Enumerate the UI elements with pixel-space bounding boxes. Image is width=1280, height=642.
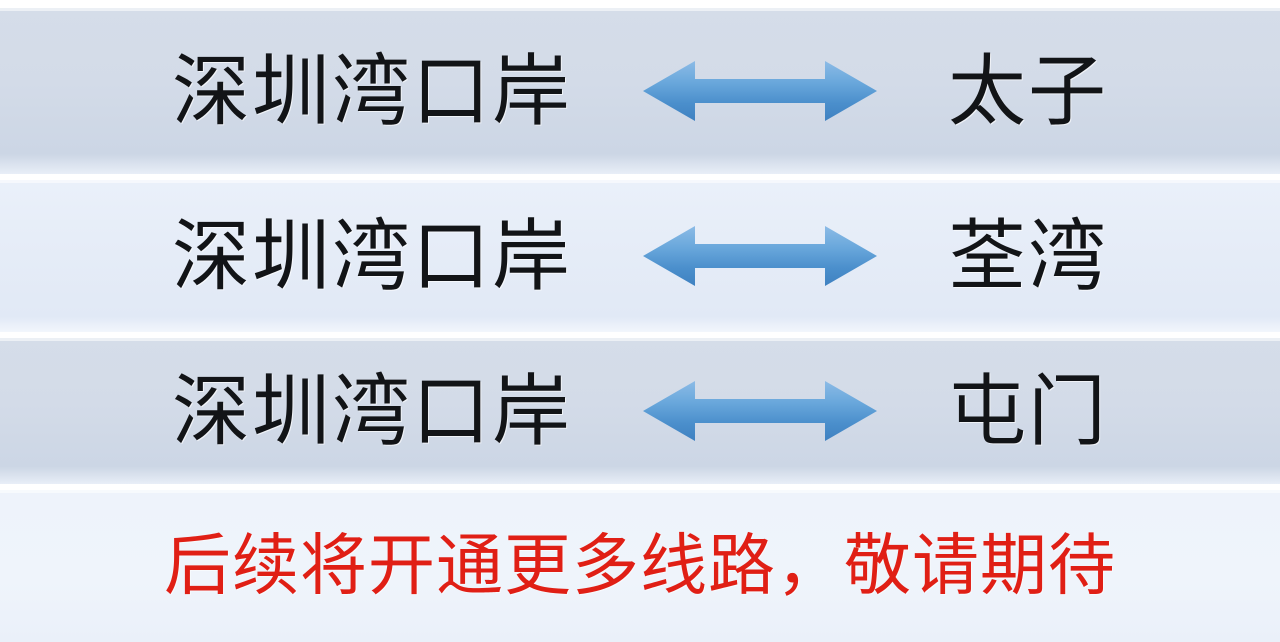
route-destination-label: 屯门 <box>948 367 1109 455</box>
double-headed-arrow-icon <box>643 378 877 444</box>
route-destination-label: 荃湾 <box>948 212 1109 300</box>
route-origin-label: 深圳湾口岸 <box>172 367 573 455</box>
route-destination-label: 太子 <box>948 47 1109 135</box>
route-origin-label: 深圳湾口岸 <box>172 212 573 300</box>
footer-notice-label: 后续将开通更多线路，敬请期待 <box>164 528 1116 604</box>
route-row: 深圳湾口岸 屯门 <box>0 338 1280 484</box>
route-row: 深圳湾口岸 太子 <box>0 8 1280 174</box>
route-origin-label: 深圳湾口岸 <box>172 47 573 135</box>
double-headed-arrow-icon <box>643 58 877 124</box>
footer-notice-row: 后续将开通更多线路，敬请期待 <box>0 490 1280 642</box>
route-row: 深圳湾口岸 荃湾 <box>0 180 1280 332</box>
double-headed-arrow-icon <box>643 223 877 289</box>
